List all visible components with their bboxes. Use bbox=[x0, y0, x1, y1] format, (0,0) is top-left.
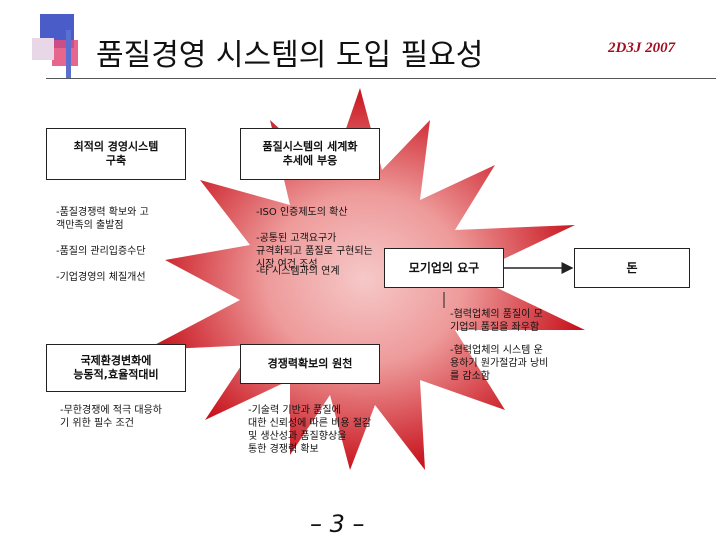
corner-bar bbox=[66, 30, 71, 78]
competitiveness-notes: -기술력 기반과 품질에 대한 신뢰성에 따른 비용 절감 및 생산성과 품질향… bbox=[248, 405, 372, 455]
global-trend-notes: -ISO 인증제도의 확산 -공통된 고객요구가 규격화되고 품질로 구현되는 … bbox=[256, 207, 373, 270]
cost-note: -협력업체의 시스템 운 용하기 원가절감과 낭비 를 감소함 bbox=[450, 345, 549, 382]
parent-company-box: 모기업의 요구 bbox=[384, 248, 504, 288]
parent-company-note: -협력업체의 품질이 모 기업의 품질을 좌우함 bbox=[450, 309, 543, 333]
optimal-management-notes: -품질경쟁력 확보와 고 객만족의 출발점 -품질의 관리입증수단 -기업경영의… bbox=[56, 207, 149, 283]
corner-square-pink bbox=[52, 40, 78, 66]
optimal-management-label: 최적의 경영시스템 구축 bbox=[73, 140, 159, 167]
header-divider bbox=[46, 78, 716, 79]
competitiveness-box: 경쟁력확보의 원천 bbox=[240, 344, 380, 384]
parent-company-label: 모기업의 요구 bbox=[408, 261, 480, 275]
money-label: 돈 bbox=[626, 261, 638, 275]
global-trend-label: 품질시스템의 세계화 추세에 부응 bbox=[262, 140, 358, 167]
global-trend-box: 품질시스템의 세계화 추세에 부응 bbox=[240, 128, 380, 180]
money-box: 돈 bbox=[574, 248, 690, 288]
global-trend-tail-note: -타 시스템과의 연계 bbox=[256, 266, 340, 277]
intl-environment-label: 국제환경변화에 능동적,효율적대비 bbox=[73, 354, 159, 381]
corner-square-light bbox=[32, 38, 54, 60]
optimal-management-box: 최적의 경영시스템 구축 bbox=[46, 128, 186, 180]
page-number: – 3 – bbox=[310, 510, 365, 538]
competitiveness-label: 경쟁력확보의 원천 bbox=[267, 357, 353, 370]
page-title: 품질경영 시스템의 도입 필요성 bbox=[96, 38, 484, 73]
intl-environment-box: 국제환경변화에 능동적,효율적대비 bbox=[46, 344, 186, 392]
intl-environment-notes: -무한경쟁에 적극 대응하 기 위한 필수 조건 bbox=[60, 405, 162, 429]
date-label: 2D3J 2007 bbox=[608, 40, 676, 56]
